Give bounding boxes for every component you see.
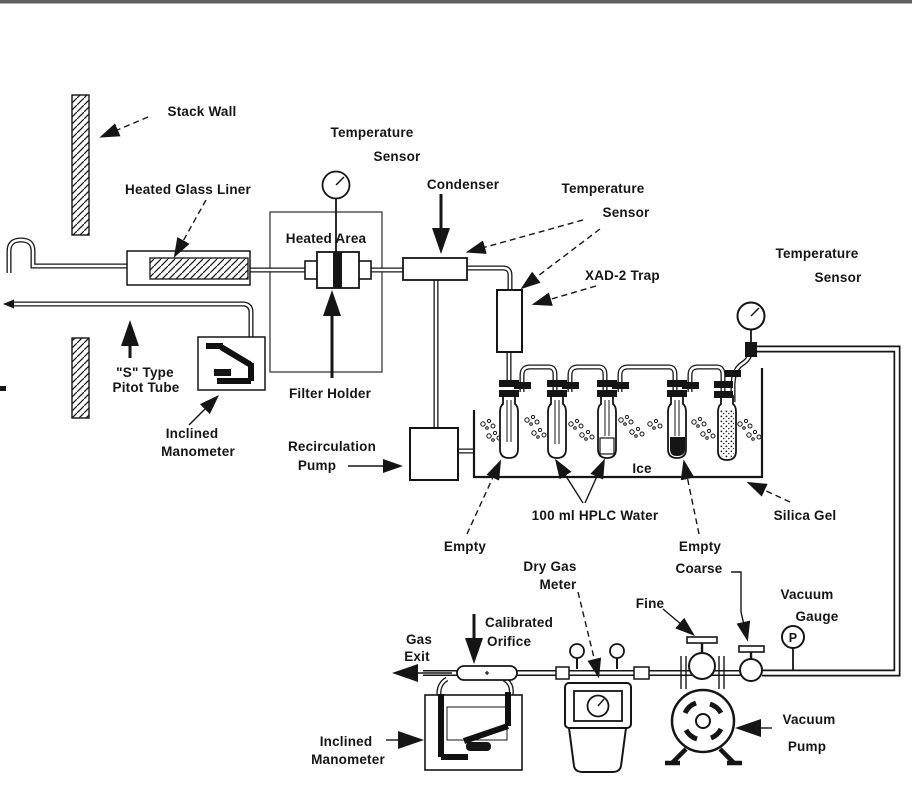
inclined-manometer-orifice-label-1: Inclined bbox=[320, 734, 373, 749]
recirculation-pump-label-1: Recirculation bbox=[288, 439, 376, 454]
empty-first-pointer bbox=[466, 459, 502, 535]
meter-thermometer-left bbox=[569, 643, 585, 659]
condenser bbox=[402, 257, 468, 281]
calibrated-orifice-label-1: Calibrated bbox=[485, 615, 553, 630]
temp-sensor-condenser-label-1: Temperature bbox=[562, 181, 645, 196]
vacuum-gauge-label-1: Vacuum bbox=[781, 587, 834, 602]
coarse-pointer bbox=[736, 611, 751, 642]
recirculation-pump bbox=[409, 427, 459, 481]
inclined-manometer-pitot-pointer bbox=[188, 394, 220, 426]
gas-exit-label-2: Exit bbox=[404, 649, 430, 664]
page-top-border bbox=[0, 0, 912, 4]
temp-sensor-condenser-label-2: Sensor bbox=[603, 205, 651, 220]
hplc-water-label: 100 ml HPLC Water bbox=[532, 508, 659, 523]
impinger-4 bbox=[667, 395, 687, 459]
vacuum-pump-label-1: Vacuum bbox=[783, 712, 836, 727]
edge-artifact bbox=[0, 386, 6, 391]
calibrated-orifice-label-2: Orifice bbox=[487, 634, 531, 649]
filter-holder bbox=[304, 251, 372, 289]
coarse-label: Coarse bbox=[676, 561, 723, 576]
silica-gel-label: Silica Gel bbox=[774, 508, 837, 523]
temp-sensor-outlet-label-1: Temperature bbox=[776, 246, 859, 261]
temp-sensor-condenser-pointer-1 bbox=[465, 219, 584, 254]
temp-sensor-probe-label-2: Sensor bbox=[374, 149, 422, 164]
xad2-trap-label: XAD-2 Trap bbox=[585, 268, 660, 283]
vacuum-pump bbox=[665, 688, 742, 766]
meter-thermometer-right bbox=[609, 643, 625, 659]
coarse-pointer-line bbox=[731, 571, 742, 612]
heated-glass-liner-label: Heated Glass Liner bbox=[125, 182, 251, 197]
calibrated-orifice bbox=[456, 665, 518, 681]
vacuum-gauge: P bbox=[781, 625, 805, 671]
vacuum-gauge-symbol: P bbox=[789, 631, 798, 645]
condenser-label: Condenser bbox=[427, 177, 500, 192]
impinger-1 bbox=[499, 395, 519, 459]
temp-sensor-probe-label-1: Temperature bbox=[331, 125, 414, 140]
silica-gel-pointer bbox=[746, 481, 791, 503]
fine-valve bbox=[680, 636, 725, 689]
pitot-label-1: "S" Type bbox=[116, 365, 174, 380]
process-pipes bbox=[3, 237, 901, 697]
stack-wall-label: Stack Wall bbox=[167, 104, 236, 119]
vacuum-pump-label-2: Pump bbox=[788, 739, 826, 754]
inclined-manometer-pitot bbox=[197, 336, 266, 391]
empty-fourth-label: Empty bbox=[679, 539, 722, 554]
temperature-gauge-probe bbox=[321, 170, 351, 200]
inclined-manometer-orifice-label-2: Manometer bbox=[311, 752, 385, 767]
hplc-water-pointer-2 bbox=[584, 458, 605, 504]
dry-gas-meter-pointer bbox=[577, 591, 602, 679]
stack-wall-pointer bbox=[99, 116, 149, 138]
fine-pointer bbox=[662, 608, 696, 636]
dry-gas-meter-label-1: Dry Gas bbox=[523, 559, 576, 574]
impinger-2 bbox=[547, 395, 567, 459]
ice-label: Ice bbox=[632, 461, 652, 476]
impinger-train bbox=[499, 370, 741, 461]
hplc-water-pointer-1 bbox=[554, 458, 584, 504]
empty-first-label: Empty bbox=[444, 539, 487, 554]
gas-exit-label-1: Gas bbox=[406, 632, 432, 647]
empty-fourth-pointer bbox=[680, 459, 700, 535]
impinger-couplings bbox=[499, 370, 741, 398]
pipe-coupling bbox=[555, 666, 570, 680]
inclined-manometer-pitot-label-1: Inclined bbox=[166, 426, 219, 441]
heated-area-label: Heated Area bbox=[286, 231, 367, 246]
xad2-trap bbox=[496, 289, 523, 353]
impinger-5 bbox=[717, 395, 737, 461]
xad2-trap-pointer bbox=[531, 285, 597, 306]
fine-label: Fine bbox=[636, 596, 665, 611]
heated-glass-liner-pointer bbox=[173, 199, 207, 258]
stack-wall bbox=[71, 94, 90, 419]
heated-area-box bbox=[269, 211, 383, 373]
pipe-coupling bbox=[633, 666, 650, 680]
pointer-arrows bbox=[99, 116, 791, 749]
recirculation-pump-label-2: Pump bbox=[298, 458, 336, 473]
temperature-gauge-outlet bbox=[736, 301, 766, 357]
dry-gas-meter bbox=[564, 643, 632, 773]
heated-glass-liner bbox=[126, 250, 251, 286]
temp-sensor-outlet-label-2: Sensor bbox=[815, 270, 863, 285]
vacuum-gauge-label-2: Gauge bbox=[795, 609, 838, 624]
pitot-label-2: Pitot Tube bbox=[113, 380, 180, 395]
filter-holder-label: Filter Holder bbox=[289, 386, 372, 401]
impinger-3 bbox=[597, 395, 617, 459]
ice-bath bbox=[472, 368, 764, 479]
inclined-manometer-orifice bbox=[424, 692, 523, 771]
coarse-valve bbox=[738, 645, 765, 682]
diagram-labels: Stack Wall Heated Glass Liner Temperatur… bbox=[113, 104, 863, 767]
inclined-manometer-pitot-label-2: Manometer bbox=[161, 444, 235, 459]
dry-gas-meter-label-2: Meter bbox=[539, 577, 577, 592]
temp-sensor-condenser-pointer-2 bbox=[520, 228, 601, 290]
